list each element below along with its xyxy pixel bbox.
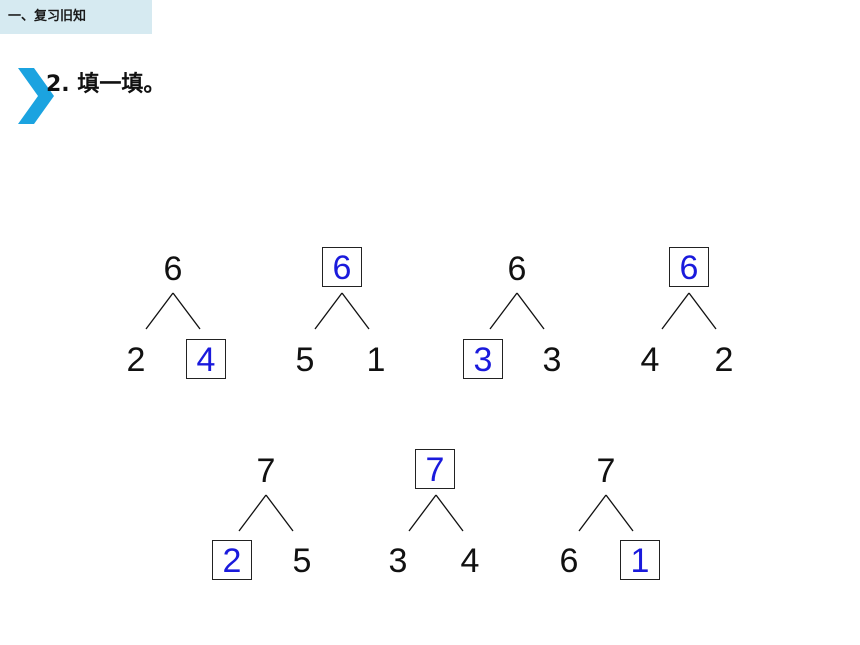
problem-4-left: 4 [640, 341, 660, 379]
problem-7-answer-box: 1 [620, 540, 660, 580]
problem-7-left: 6 [559, 542, 579, 580]
section-tab: 一、复习旧知 [0, 0, 152, 34]
problem-4-right: 2 [714, 341, 734, 379]
problem-3-right: 3 [542, 341, 562, 379]
problem-5-answer-box: 2 [212, 540, 252, 580]
problem-7-top: 7 [596, 452, 616, 490]
problem-6-left: 3 [388, 542, 408, 580]
chevron-icon [18, 68, 54, 124]
problem-5-top: 7 [256, 452, 276, 490]
problem-2-answer-box: 6 [322, 247, 362, 287]
problem-3-answer-box: 3 [463, 339, 503, 379]
problem-4-answer-box: 6 [669, 247, 709, 287]
exercise-heading: 2. 填一填。 [46, 72, 166, 97]
problem-1-top: 6 [163, 250, 183, 288]
problem-2-right: 1 [366, 341, 386, 379]
problem-1-left: 2 [126, 341, 146, 379]
problem-6-right: 4 [460, 542, 480, 580]
problem-5-right: 5 [292, 542, 312, 580]
problem-3-top: 6 [507, 250, 527, 288]
problem-6-answer-box: 7 [415, 449, 455, 489]
problem-1-answer-box: 4 [186, 339, 226, 379]
problem-2-left: 5 [295, 341, 315, 379]
